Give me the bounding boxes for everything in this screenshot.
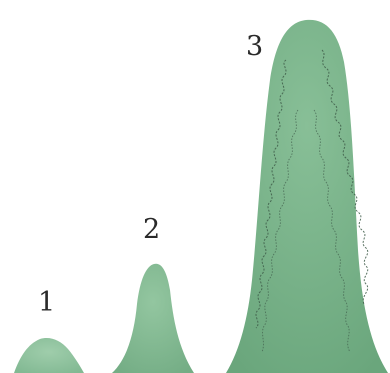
stage-3-shape <box>226 20 388 373</box>
stage-2-shape <box>112 264 194 373</box>
stage-3: 3 <box>226 20 388 373</box>
stage-3-label: 3 <box>246 31 263 62</box>
stage-1-label: 1 <box>38 287 55 318</box>
stage-1-shape <box>14 338 84 373</box>
stage-2-label: 2 <box>143 214 160 245</box>
stage-1: 1 <box>14 287 84 373</box>
stage-2: 2 <box>112 214 194 373</box>
